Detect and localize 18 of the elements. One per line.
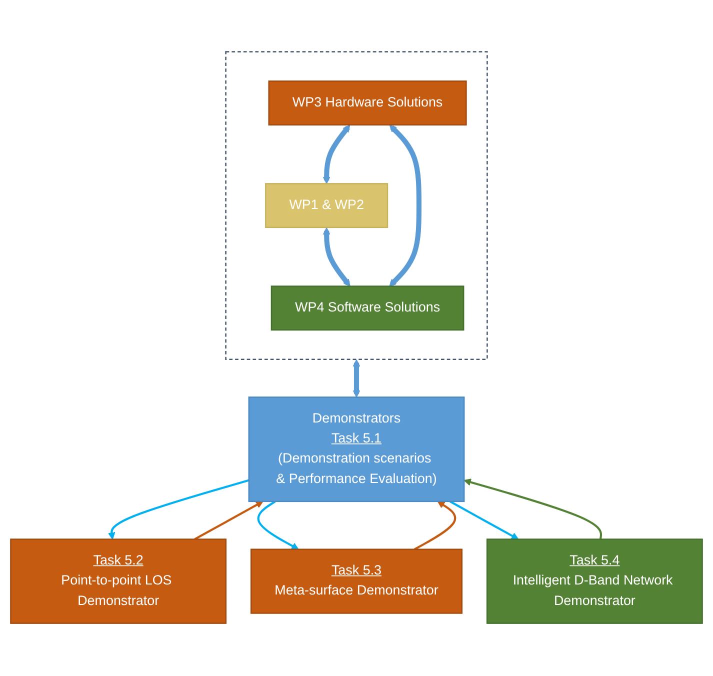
node-box: Demonstrators Task 5.1 (Demonstration scenarios & Performance Evaluation) [248, 397, 465, 503]
node-box: Task 5.2 Point-to-point LOS Demonstrator [10, 539, 227, 624]
node-box: WP3 Hardware Solutions [268, 81, 467, 126]
node-box: WP1 & WP2 [265, 184, 388, 228]
arrow [322, 125, 350, 184]
arrow [414, 502, 456, 551]
node-box: Task 5.4 Intelligent D-Band Network Demonstrator [486, 539, 703, 624]
node-box: Task 5.3 Meta-surface Demonstrator [250, 549, 462, 614]
arrow [389, 125, 422, 288]
arrow [322, 228, 350, 288]
arrow [194, 502, 264, 541]
arrow [257, 501, 299, 550]
arrow [450, 500, 519, 540]
arrow [108, 480, 250, 540]
arrow [352, 360, 360, 398]
node-box: WP4 Software Solutions [270, 286, 464, 332]
cluster [225, 52, 488, 360]
arrow [464, 479, 602, 540]
